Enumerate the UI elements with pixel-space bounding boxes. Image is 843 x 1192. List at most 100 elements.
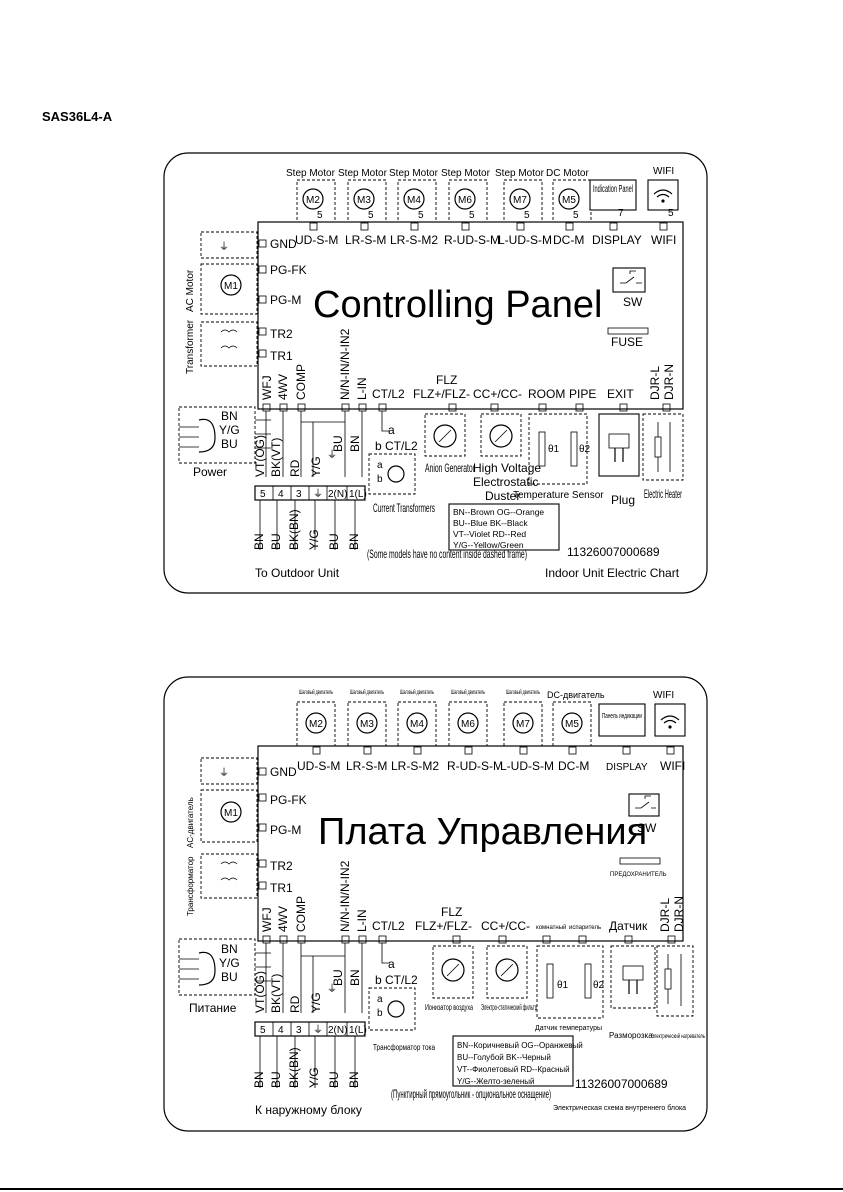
terminal-strip: 5 4 3 ⏚ 2(N) 1(L) [254,485,367,501]
svg-text:BN: BN [348,969,362,986]
svg-text:Y/G: Y/G [309,992,323,1013]
svg-text:N/N-IN/N-IN2: N/N-IN/N-IN2 [338,860,352,932]
svg-text:5: 5 [317,210,323,221]
svg-text:BN: BN [252,1071,266,1088]
svg-text:LR-S-M2: LR-S-M2 [391,759,439,773]
plug-icon [198,951,216,986]
defrost-plug-icon [622,965,644,981]
svg-text:BU: BU [269,1071,283,1088]
svg-text:UD-S-M: UD-S-M [297,759,340,773]
wiring-diagram-ru: Плата Управления Шаговый двигатель Шагов… [163,676,708,1132]
svg-text:M3: M3 [357,195,371,206]
svg-text:BK(VT): BK(VT) [269,974,283,1013]
svg-text:θ1: θ1 [557,980,569,991]
motor-row: Step Motor Step Motor Step Motor Step Mo… [286,166,679,247]
motor-m4-icon [406,712,428,734]
outer-frame [163,152,708,594]
chart-name: Indoor Unit Electric Chart [545,566,680,580]
svg-text:1(L): 1(L) [349,489,367,500]
svg-text:R-UD-S-M: R-UD-S-M [447,759,503,773]
bottom-connector-labels: WFJ 4WV COMP N/N-IN/N-IN2 L-IN CT/L2 FLZ… [260,328,676,401]
motor-m3-icon [356,712,378,734]
svg-text:LR-S-M: LR-S-M [346,759,387,773]
svg-text:Y/G: Y/G [309,456,323,477]
current-transformers-label: Current Transformers [373,501,435,515]
svg-text:Шаговый двигатель: Шаговый двигатель [451,689,485,696]
svg-text:Ионизатор воздуха: Ионизатор воздуха [425,1003,473,1012]
indication-panel-label: Indication Panel [593,184,633,195]
pipe-sensor-icon [570,431,578,467]
connector-label: LR-S-M2 [390,233,438,247]
motor-type-label: Step Motor [495,168,545,179]
motor-row: Шаговый двигатель Шаговый двигатель Шаго… [296,689,686,773]
svg-text:BK(BN): BK(BN) [287,509,301,550]
svg-text:BK(VT): BK(VT) [269,438,283,477]
ionizer-icon [441,958,465,982]
svg-text:BU: BU [331,435,345,452]
wifi-icon [653,189,673,203]
svg-text:M2: M2 [306,195,320,206]
svg-text:CT/L2: CT/L2 [372,387,405,401]
power-block [178,938,256,996]
svg-text:5: 5 [668,208,674,219]
svg-text:TR1: TR1 [270,349,293,363]
svg-text:a: a [377,460,383,471]
svg-text:a: a [388,957,395,971]
ac-motor-m1-icon [220,274,242,296]
current-transformer-icon [387,465,405,483]
electric-heater-icon [654,436,662,458]
svg-text:3: 3 [296,1025,302,1036]
plug-icon [198,418,216,453]
electric-heater-icon [664,968,672,990]
display-label: DISPLAY [592,233,642,247]
svg-text:BN--Коричневый OG--Оранжевый: BN--Коричневый OG--Оранжевый [457,1041,583,1050]
board-title: Плата Управления [318,811,647,853]
svg-text:CT/L2: CT/L2 [385,973,418,987]
svg-text:Electrostatic: Electrostatic [473,475,538,489]
svg-text:1(L): 1(L) [349,1025,367,1036]
room-sensor-icon [546,963,554,999]
svg-text:b: b [377,1008,383,1019]
motor-m6-icon [457,712,479,734]
outer-frame [163,676,708,1132]
svg-text:Y/G: Y/G [219,423,240,437]
connector-label: R-UD-S-M [444,233,500,247]
svg-text:FLZ: FLZ [441,905,462,919]
svg-text:BN: BN [221,409,238,423]
control-board [257,745,684,942]
anion-generator-icon [433,424,457,448]
svg-text:7: 7 [618,208,624,219]
svg-text:VT--Фиолетовый RD--Красный: VT--Фиолетовый RD--Красный [457,1065,570,1074]
svg-text:Шаговый двигатель: Шаговый двигатель [506,689,540,696]
left-components: ⏚ GND M1 PG-FK PG-M AC-двигатель TR2 TR1… [186,757,307,916]
svg-text:M2: M2 [309,719,323,730]
to-outdoor-label: To Outdoor Unit [255,566,340,580]
svg-text:4WV: 4WV [276,906,290,932]
svg-text:Y/G--Yellow/Green: Y/G--Yellow/Green [453,540,524,550]
svg-text:ПРЕДОХРАНИТЕЛЬ: ПРЕДОХРАНИТЕЛЬ [610,872,667,878]
svg-text:⏚: ⏚ [313,488,323,500]
svg-text:VT(OG): VT(OG) [253,435,267,477]
part-code: 11326007000689 [575,1077,668,1091]
board-title: Controlling Panel [313,284,602,326]
electrostatic-duster-icon [489,424,513,448]
motor-m6-icon [454,188,476,210]
wiring-diagram-en: Controlling Panel Step Motor Step Motor … [163,152,708,594]
connector-label: LR-S-M [345,233,386,247]
svg-text:5: 5 [573,210,579,221]
svg-text:3: 3 [296,489,302,500]
svg-text:⏚: ⏚ [219,767,229,779]
svg-text:PG-M: PG-M [270,293,301,307]
svg-text:BN: BN [348,435,362,452]
svg-text:COMP: COMP [294,896,308,932]
svg-text:CC+/CC-: CC+/CC- [481,919,530,933]
svg-text:DJR-N: DJR-N [662,364,676,400]
svg-text:M1: M1 [224,281,238,292]
svg-text:Y/G: Y/G [307,529,321,550]
svg-text:SW: SW [637,821,657,835]
svg-text:FLZ+/FLZ-: FLZ+/FLZ- [413,387,470,401]
svg-text:Y/G: Y/G [219,956,240,970]
wires [255,943,390,1013]
svg-text:GND: GND [270,237,297,251]
connector-label: DC-M [553,233,584,247]
